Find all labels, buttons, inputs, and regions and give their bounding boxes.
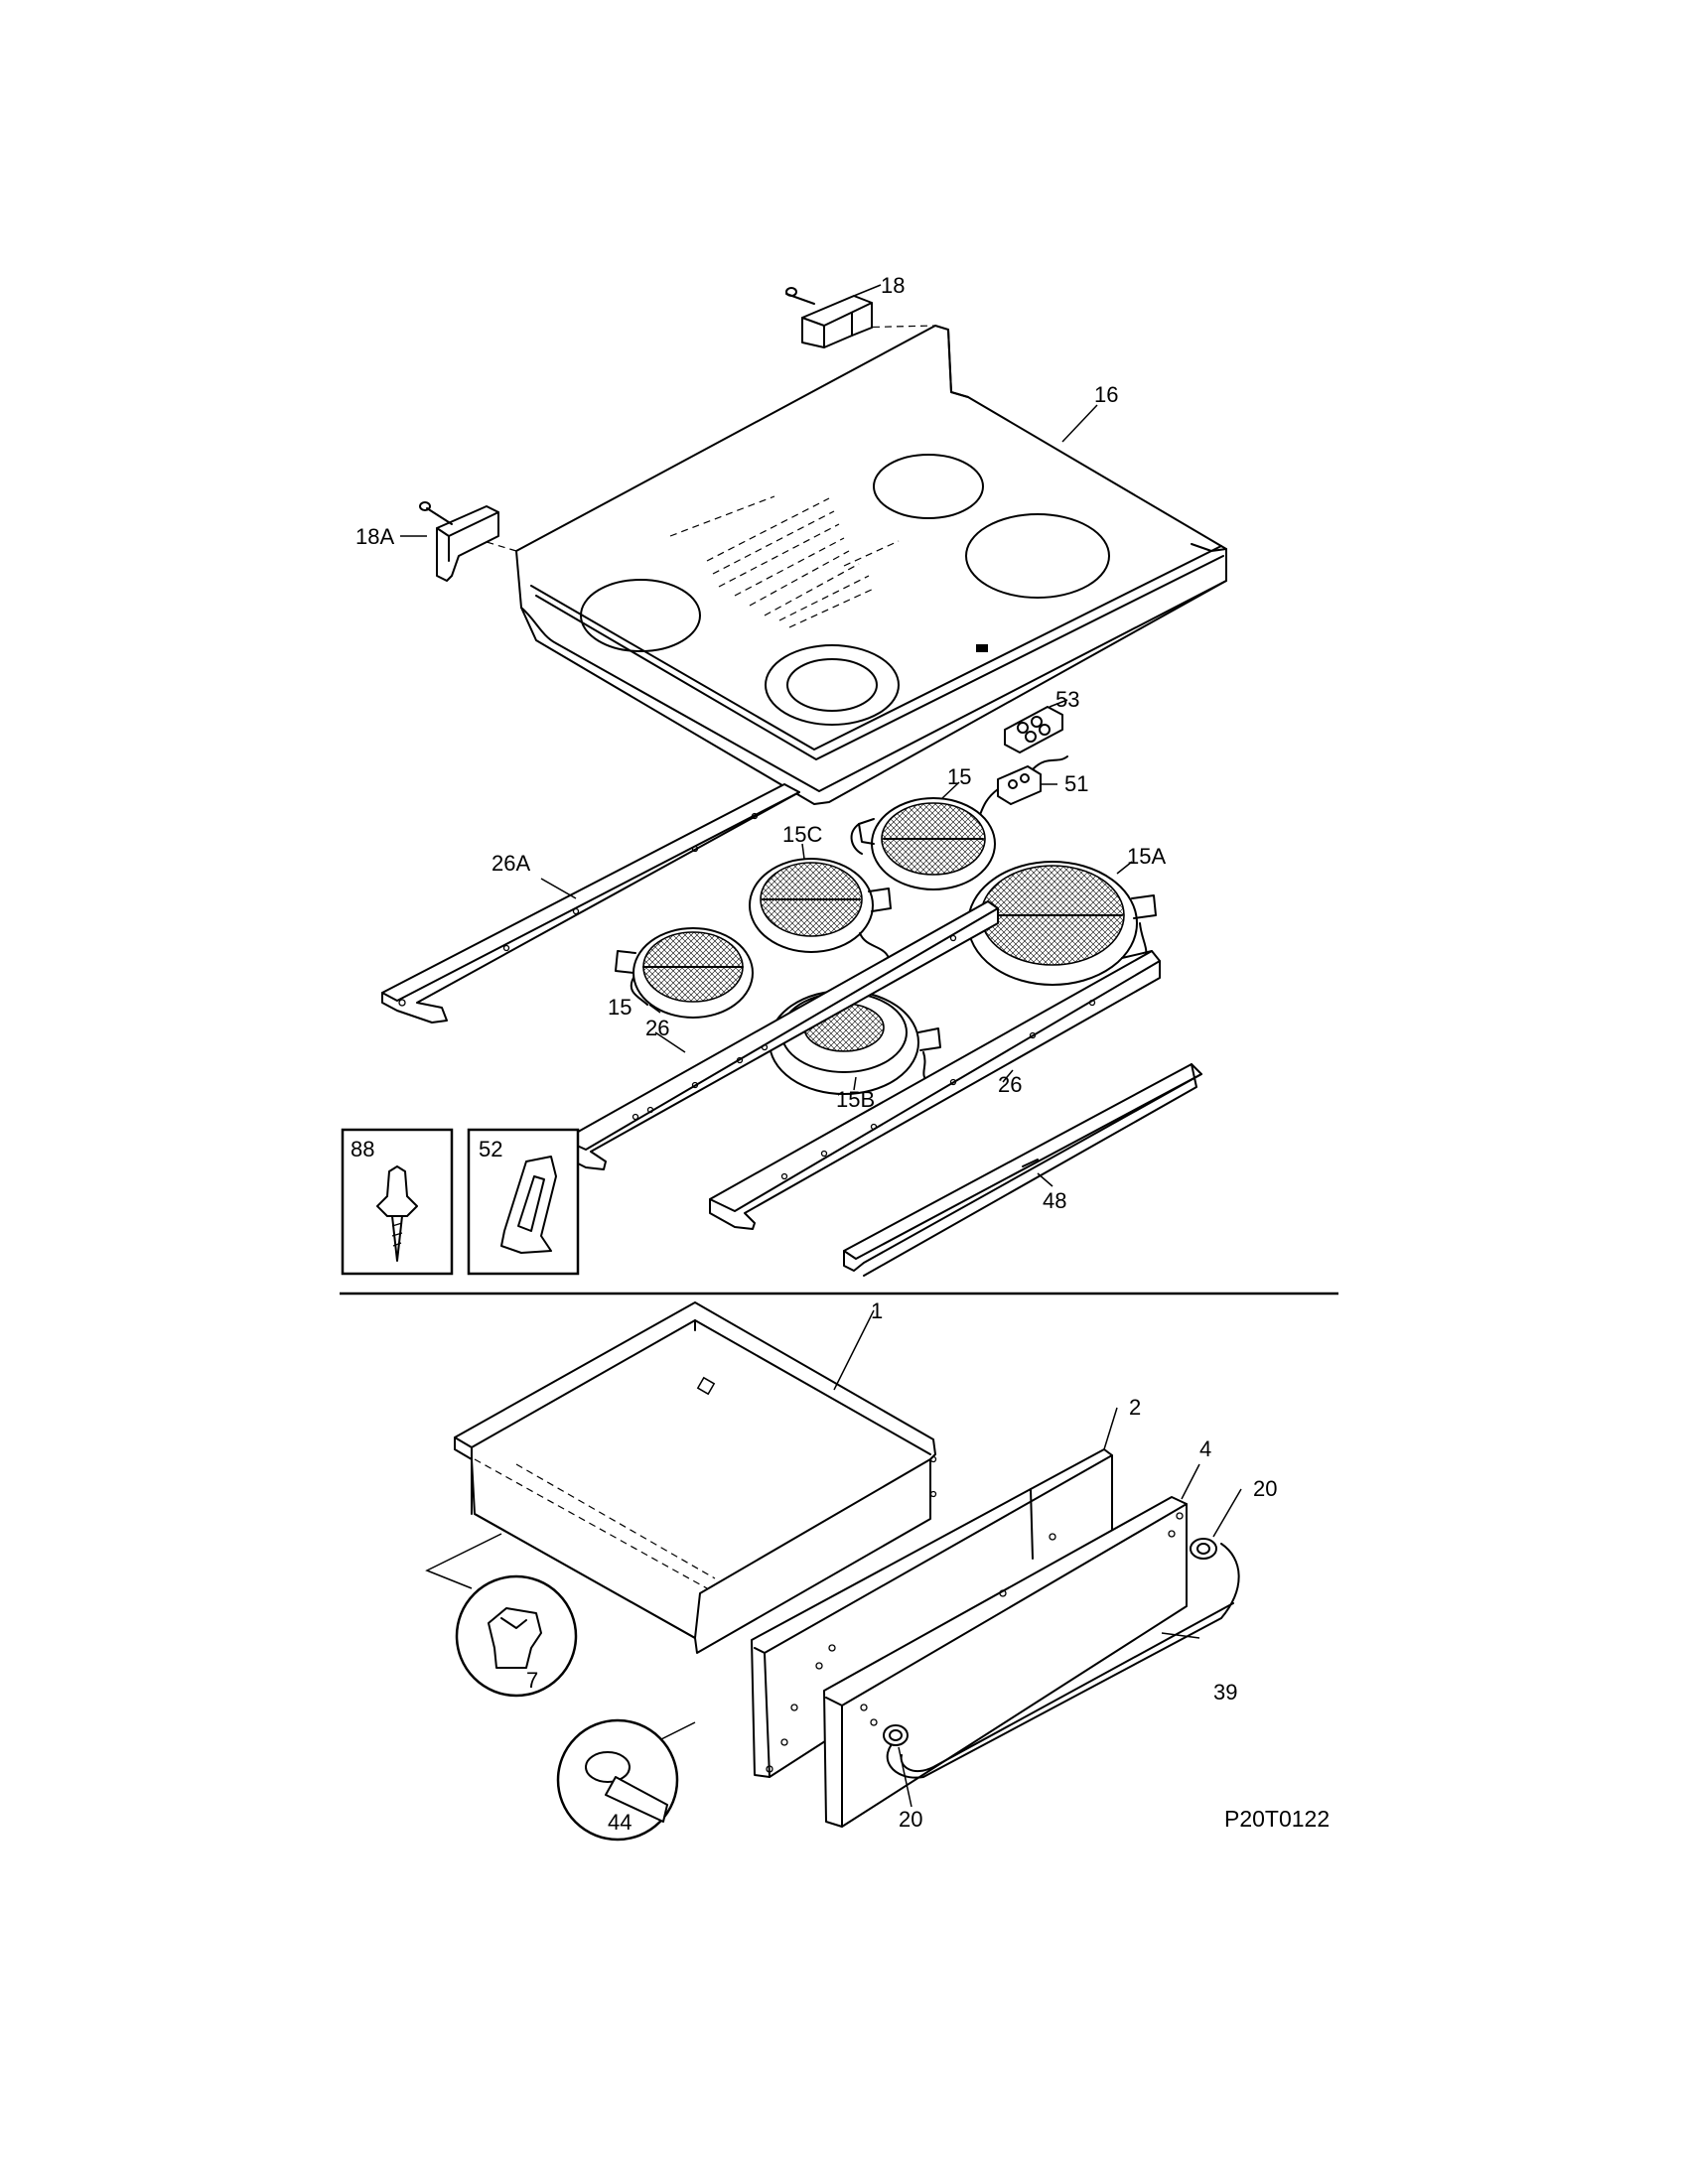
callout-labels: 18 18A 16 53 51 15 15C 15A 26A 15 26 15B… <box>351 273 1330 1835</box>
drawer-outer-panel-4 <box>823 1496 1188 1828</box>
callout-52: 52 <box>479 1137 502 1161</box>
bracket-18 <box>785 287 873 348</box>
callout-20-top: 20 <box>1253 1476 1277 1501</box>
diagram-code: P20T0122 <box>1224 1806 1330 1832</box>
bracket-18a <box>419 501 499 582</box>
rear-trim-48 <box>843 1063 1202 1277</box>
handle-end-cap-20-bottom <box>883 1724 909 1746</box>
callout-88: 88 <box>351 1137 374 1161</box>
inset-box-88 <box>341 1128 454 1276</box>
cooktop-vent-slots <box>669 495 900 628</box>
radiant-element-15a <box>967 861 1157 986</box>
switch-block-53 <box>1004 706 1063 753</box>
callout-44: 44 <box>608 1810 632 1835</box>
support-channel-26-front <box>709 950 1161 1230</box>
callout-53: 53 <box>1055 687 1079 712</box>
handle-end-cap-20-top <box>1190 1538 1217 1560</box>
radiant-element-15-top <box>850 797 996 890</box>
callout-2: 2 <box>1129 1395 1141 1420</box>
callout-18: 18 <box>881 273 905 298</box>
callout-16: 16 <box>1094 382 1118 407</box>
callout-20-bottom: 20 <box>899 1807 922 1832</box>
callout-7: 7 <box>526 1668 538 1693</box>
callout-18a: 18A <box>355 524 394 549</box>
callout-39: 39 <box>1213 1680 1237 1705</box>
callout-26-right: 26 <box>998 1072 1022 1097</box>
inset-box-52 <box>467 1128 580 1276</box>
detail-circle-7 <box>425 1533 578 1698</box>
radiant-element-15c <box>749 858 892 959</box>
callout-15-top: 15 <box>947 764 971 789</box>
leader-lines <box>400 284 1242 1808</box>
support-channel-26a <box>381 783 800 1024</box>
detail-circle-44 <box>556 1718 696 1842</box>
callout-26a: 26A <box>491 851 530 876</box>
indicator-light-51 <box>970 755 1068 830</box>
drawer-body-1 <box>454 1301 937 1654</box>
radiant-element-15-left <box>615 927 754 1019</box>
callout-1: 1 <box>871 1298 883 1323</box>
callout-51: 51 <box>1064 771 1088 796</box>
callout-15c: 15C <box>782 822 822 847</box>
radiant-element-15b <box>769 990 941 1095</box>
callout-4: 4 <box>1199 1436 1211 1461</box>
cooktop-glass-top <box>515 325 1227 805</box>
callout-15a: 15A <box>1127 844 1166 869</box>
callout-48: 48 <box>1043 1188 1066 1213</box>
callout-15-left: 15 <box>608 995 632 1020</box>
callout-26-left: 26 <box>645 1016 669 1040</box>
callout-15b: 15B <box>836 1087 875 1112</box>
